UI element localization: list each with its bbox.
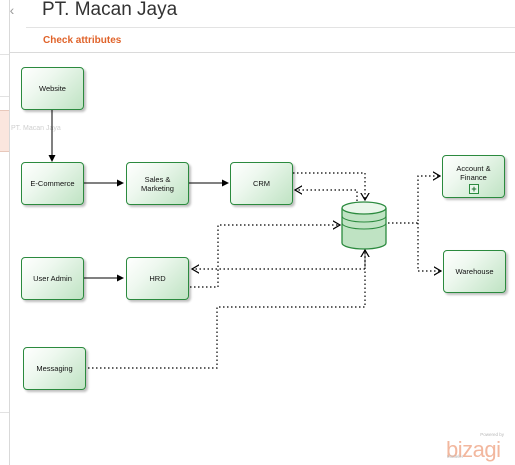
subprocess-account-finance[interactable]: Account & Finance + [442, 155, 505, 198]
association-database-warehouse [417, 223, 441, 271]
task-label: E-Commerce [30, 179, 75, 188]
task-label: Account & Finance [456, 164, 491, 182]
selected-panel-item[interactable] [0, 110, 9, 152]
task-hrd[interactable]: HRD [126, 257, 189, 300]
process-diagram: Website E-Commerce Sales & Marketing CRM… [10, 53, 515, 465]
header: PT. Macan Jaya [26, 0, 515, 28]
association-messaging-database [88, 250, 365, 369]
back-button[interactable]: ‹ [0, 0, 24, 24]
task-label: Messaging [36, 364, 73, 373]
task-crm[interactable]: CRM [230, 162, 293, 205]
task-label: Website [39, 84, 66, 93]
association-database-account [388, 176, 440, 224]
database-icon[interactable] [341, 201, 387, 250]
chevron-left-icon: ‹ [9, 2, 15, 18]
task-label: User Admin [33, 274, 72, 283]
bizagi-logo: Powered by bizagi Modeler [446, 420, 510, 462]
task-user-admin[interactable]: User Admin [21, 257, 84, 300]
task-website[interactable]: Website [21, 67, 84, 110]
page-title: PT. Macan Jaya [42, 0, 178, 20]
association-database-crm [295, 190, 358, 201]
task-sales-marketing[interactable]: Sales & Marketing [126, 162, 189, 205]
check-attributes-link[interactable]: Check attributes [43, 35, 122, 46]
connector-layer [48, 110, 515, 369]
expand-plus-icon[interactable]: + [469, 184, 479, 194]
header-divider [10, 52, 515, 53]
association-hrd-database [190, 225, 340, 288]
divider [0, 96, 9, 97]
faded-panel-label: PT. Macan Jaya [11, 125, 61, 132]
brand-name: bizagi [446, 437, 501, 462]
association-crm-database [293, 172, 365, 200]
divider [0, 412, 9, 413]
task-label: HRD [149, 274, 166, 283]
left-panel [0, 0, 10, 465]
brand-sub: Modeler [447, 454, 464, 459]
task-warehouse[interactable]: Warehouse [443, 250, 506, 293]
divider [0, 54, 9, 55]
task-ecommerce[interactable]: E-Commerce [21, 162, 84, 205]
task-label: Warehouse [455, 267, 494, 276]
task-messaging[interactable]: Messaging [23, 347, 86, 390]
task-label: CRM [252, 179, 271, 188]
powered-by-text: Powered by [480, 432, 504, 437]
task-label: Sales & Marketing [141, 174, 174, 193]
